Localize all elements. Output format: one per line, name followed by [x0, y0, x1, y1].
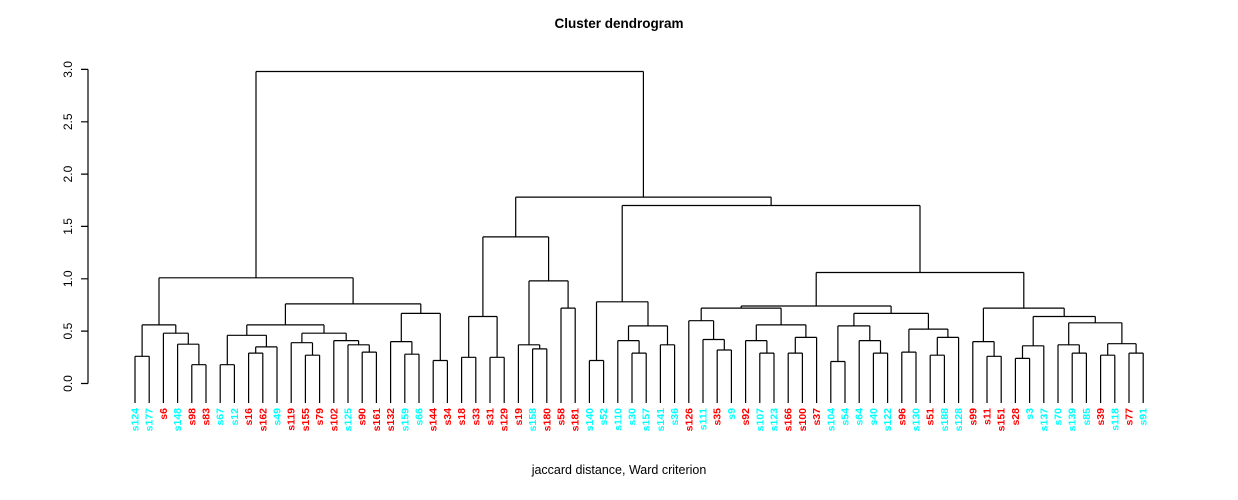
- leaf-label: s79: [314, 408, 326, 426]
- leaf-label: s16: [243, 408, 255, 426]
- leaf-label: s77: [1124, 408, 1136, 426]
- leaf-label: s99: [967, 408, 979, 426]
- y-axis-tick-label: 2.5: [61, 113, 75, 130]
- leaf-label: s111: [698, 408, 710, 430]
- leaf-label: s124: [130, 408, 142, 432]
- leaf-label: s64: [854, 408, 866, 426]
- leaf-label: s31: [485, 408, 497, 426]
- y-axis-tick-label: 2.0: [61, 165, 75, 182]
- leaf-label: s58: [556, 408, 568, 426]
- leaf-label: s11: [982, 408, 994, 425]
- leaf-label: s110: [612, 408, 624, 431]
- y-axis-tick-label: 0.0: [61, 375, 75, 392]
- leaf-label: s129: [499, 408, 511, 432]
- leaf-label: s180: [541, 408, 553, 432]
- leaf-label: s66: [414, 408, 426, 426]
- leaf-label: s70: [1053, 408, 1065, 426]
- leaf-label: s123: [769, 408, 781, 432]
- leaf-label: s132: [385, 408, 397, 432]
- leaf-label: s6: [158, 408, 170, 420]
- leaf-label: s67: [215, 408, 227, 426]
- leaf-label: s39: [1095, 408, 1107, 426]
- y-axis-tick-label: 1.0: [61, 270, 75, 287]
- leaf-label: s96: [896, 408, 908, 426]
- leaf-label: s36: [669, 408, 681, 426]
- leaf-label: s98: [186, 408, 198, 426]
- y-axis-tick-label: 0.5: [61, 322, 75, 339]
- leaf-label: s85: [1081, 408, 1093, 426]
- leaf-label: s141: [655, 408, 667, 432]
- leaf-label: s157: [641, 408, 653, 432]
- leaf-label: s33: [470, 408, 482, 426]
- leaf-label: s40: [868, 408, 880, 426]
- chart-subtitle: jaccard distance, Ward criterion: [531, 463, 707, 477]
- leaf-label: s140: [584, 408, 596, 432]
- leaf-label: s18: [456, 408, 468, 426]
- leaf-label: s49: [272, 408, 284, 426]
- y-axis-tick-label: 3.0: [61, 61, 75, 78]
- leaf-label: s54: [840, 408, 852, 426]
- leaf-label: s28: [1010, 408, 1022, 426]
- leaf-label: s181: [570, 408, 582, 432]
- leaf-label: s161: [371, 408, 383, 432]
- leaf-label: s188: [939, 408, 951, 432]
- leaf-label: s91: [1138, 408, 1150, 426]
- leaf-label: s19: [513, 408, 525, 426]
- leaf-label: s162: [257, 408, 269, 432]
- leaf-label: s128: [953, 408, 965, 432]
- leaf-label: s90: [357, 408, 369, 426]
- leaf-label: s107: [754, 408, 766, 432]
- chart-title: Cluster dendrogram: [554, 16, 684, 31]
- y-axis-tick-label: 1.5: [61, 218, 75, 235]
- leaf-label: s177: [144, 408, 156, 432]
- leaf-label: s122: [882, 408, 894, 432]
- leaf-label: s51: [925, 408, 937, 426]
- leaf-label: s30: [627, 408, 639, 426]
- leaf-label: s9: [726, 408, 738, 420]
- leaf-label: s118: [1109, 408, 1121, 431]
- leaf-label: s52: [598, 408, 610, 426]
- leaf-label: s35: [712, 408, 724, 426]
- leaf-label: s130: [911, 408, 923, 432]
- leaf-label: s3: [1024, 408, 1036, 420]
- leaf-label: s158: [527, 408, 539, 432]
- leaf-label: s125: [343, 408, 355, 432]
- leaf-label: s37: [811, 408, 823, 426]
- leaf-label: s12: [229, 408, 241, 426]
- leaf-label: s151: [996, 408, 1008, 432]
- leaf-label: s92: [740, 408, 752, 426]
- leaf-label: s159: [399, 408, 411, 432]
- leaf-label: s83: [201, 408, 213, 426]
- leaf-label: s104: [825, 408, 837, 432]
- leaf-label: s139: [1067, 408, 1079, 432]
- leaf-label: s155: [300, 408, 312, 432]
- leaf-label: s144: [428, 408, 440, 432]
- leaf-label: s148: [172, 408, 184, 432]
- leaf-label: s102: [328, 408, 340, 432]
- leaf-label: s137: [1038, 408, 1050, 432]
- leaf-label: s126: [683, 408, 695, 432]
- dendrogram-lines: [81, 68, 1144, 403]
- leaf-label: s119: [286, 408, 298, 431]
- leaf-label: s100: [797, 408, 809, 432]
- leaf-label: s166: [783, 408, 795, 432]
- leaf-label: s34: [442, 408, 454, 426]
